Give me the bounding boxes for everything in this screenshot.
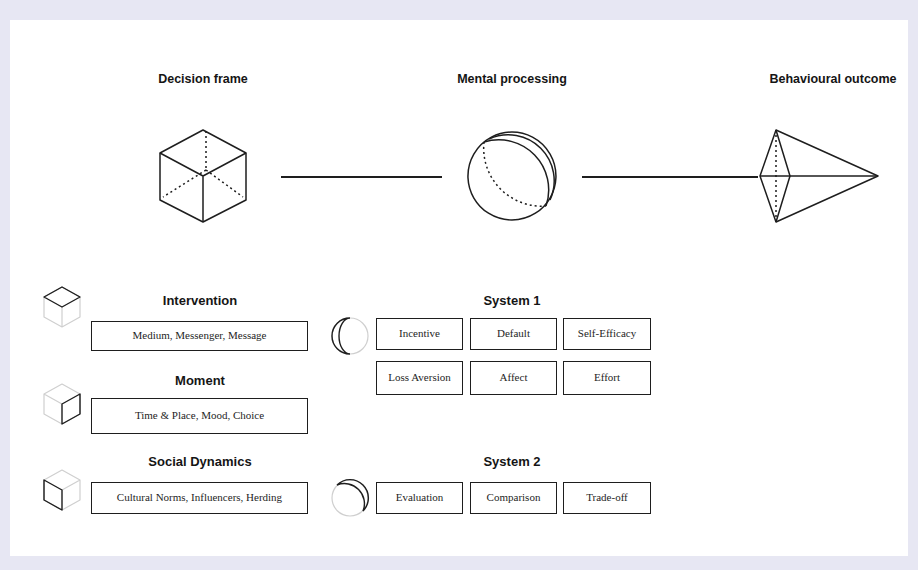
icon-stroke <box>760 175 878 177</box>
flow-line <box>281 176 442 178</box>
cube-icon <box>44 287 80 327</box>
factor-text: Comparison <box>487 491 541 504</box>
factor-text: Effort <box>594 371 620 384</box>
icon-stroke <box>776 130 790 222</box>
cube-icon <box>44 470 80 510</box>
stage-heading: Decision frame <box>125 72 281 87</box>
sphere-node: Mental processing <box>442 72 582 232</box>
icon-stroke <box>160 153 246 222</box>
factor-box: Loss Aversion <box>376 361 463 395</box>
icon-stroke <box>468 132 556 220</box>
factor-box: Comparison <box>470 482 557 514</box>
sphere-icon <box>332 318 368 354</box>
factor-text: Affect <box>500 371 528 384</box>
sphere-illustration <box>442 72 582 232</box>
icon-stroke <box>489 135 554 200</box>
icon-stroke <box>775 130 777 222</box>
sphere-icon <box>332 480 368 516</box>
factor-text: Loss Aversion <box>388 371 450 384</box>
factor-text: Self-Efficacy <box>578 327 636 340</box>
icon-stroke <box>163 131 243 197</box>
icon-stroke <box>760 130 878 222</box>
cube-illustration <box>125 72 281 232</box>
factor-text: Medium, Messenger, Message <box>133 329 267 342</box>
pyramid-illustration <box>758 72 908 232</box>
factor-text: Default <box>497 327 530 340</box>
factor-box: Incentive <box>376 318 463 350</box>
factor-box: Default <box>470 318 557 350</box>
pyramid-node: Behavioural outcome <box>758 72 908 232</box>
group-heading: System 1 <box>412 293 612 309</box>
panel <box>10 20 908 556</box>
cube-icon <box>44 384 80 424</box>
factor-box: Effort <box>563 361 651 395</box>
factor-box: Evaluation <box>376 482 463 514</box>
icon-stroke <box>484 142 546 206</box>
icon-stroke <box>484 140 549 206</box>
group-heading: Social Dynamics <box>100 454 300 470</box>
group-heading: Intervention <box>100 293 300 309</box>
stage-heading: Behavioural outcome <box>758 72 908 87</box>
cube-node: Decision frame <box>125 72 281 232</box>
factor-text: Cultural Norms, Influencers, Herding <box>117 491 282 504</box>
factor-box: Time & Place, Mood, Choice <box>91 398 308 434</box>
factor-box: Cultural Norms, Influencers, Herding <box>91 482 308 514</box>
factor-box: Affect <box>470 361 557 395</box>
group-heading: System 2 <box>412 454 612 470</box>
factor-text: Trade-off <box>586 491 628 504</box>
factor-box: Self-Efficacy <box>563 318 651 350</box>
stage-heading: Mental processing <box>442 72 582 87</box>
factor-box: Trade-off <box>563 482 651 514</box>
factor-text: Incentive <box>399 327 440 340</box>
factor-text: Evaluation <box>396 491 444 504</box>
icon-stroke <box>160 130 246 222</box>
group-heading: Moment <box>100 373 300 389</box>
factor-box: Medium, Messenger, Message <box>91 321 308 351</box>
factor-text: Time & Place, Mood, Choice <box>135 409 264 422</box>
flow-line <box>582 176 758 178</box>
